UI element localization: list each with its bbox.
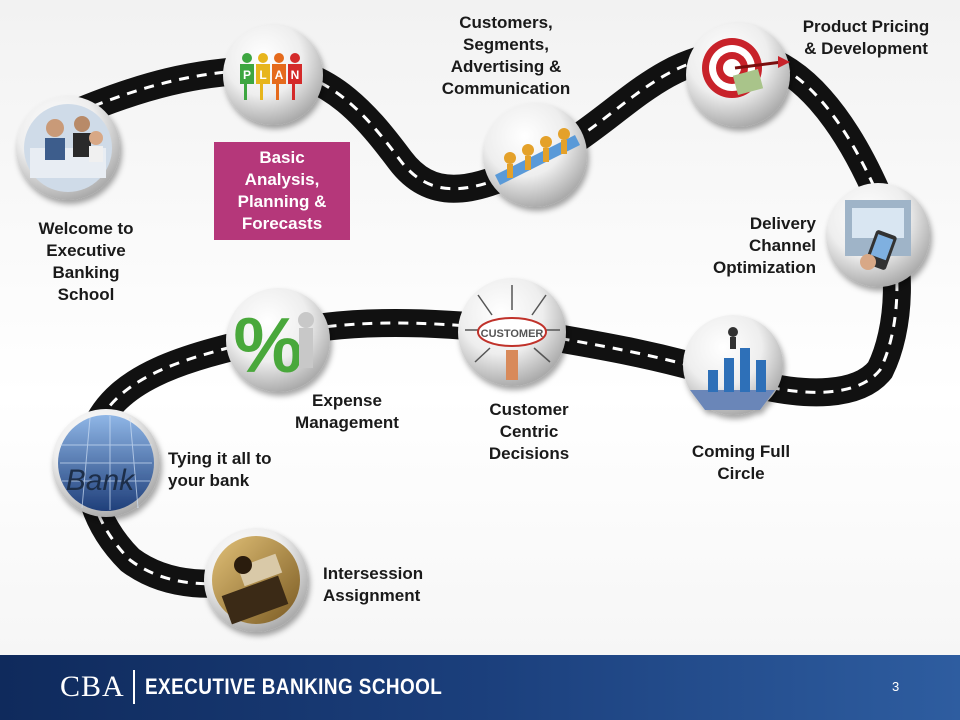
label-intersession: Intersession Assignment [323,564,424,605]
plan-letter-a: A [275,68,284,82]
customer-word: CUSTOMER [481,328,544,340]
plan-letter-p: P [243,68,251,82]
highlight-box-basic-analysis: Basic Analysis, Planning & Forecasts [214,142,350,240]
logo-separator [132,670,135,704]
page-number: 3 [892,679,900,694]
cba-logo: CBA EXECUTIVE BANKING SCHOOL [60,667,490,707]
target-money-icon [686,23,790,127]
footer-bar [0,655,960,720]
label-welcome: Welcome to Executive Banking School [38,219,134,304]
label-customer-centric: Customer Centric Decisions [488,400,570,463]
welcome-meeting-icon [16,96,120,200]
bank-globe-icon: Bank [52,409,160,517]
label-customers: Customers, Segments, Advertising & Commu… [441,13,571,98]
laptop-typing-icon [204,528,308,632]
label-product-pricing: Product Pricing & Development [802,17,930,58]
label-delivery-channel: Delivery Channel Optimization [713,214,816,277]
plan-people-icon: P L A N [223,25,323,125]
label-basic-analysis: Basic Analysis, Planning & Forecasts [237,148,327,233]
percent-symbol: % [233,301,302,389]
road-dashes [59,53,899,586]
customer-target-icon: CUSTOMER [458,278,566,386]
bank-word: Bank [66,464,136,497]
label-tying-it-all: Tying it all to your bank [168,449,272,490]
percent-icon: % [226,288,330,392]
atm-mobile-icon [826,183,930,287]
label-coming-full-circle: Coming Full Circle [691,442,791,483]
label-expense-management: Expense Management [295,391,399,432]
plan-letter-l: L [259,68,266,82]
puzzle-team-icon [483,103,587,207]
logo-abbrev: CBA [60,670,125,703]
plan-letter-n: N [291,68,300,82]
logo-text: EXECUTIVE BANKING SCHOOL [144,674,442,699]
growth-chart-icon [683,315,783,415]
